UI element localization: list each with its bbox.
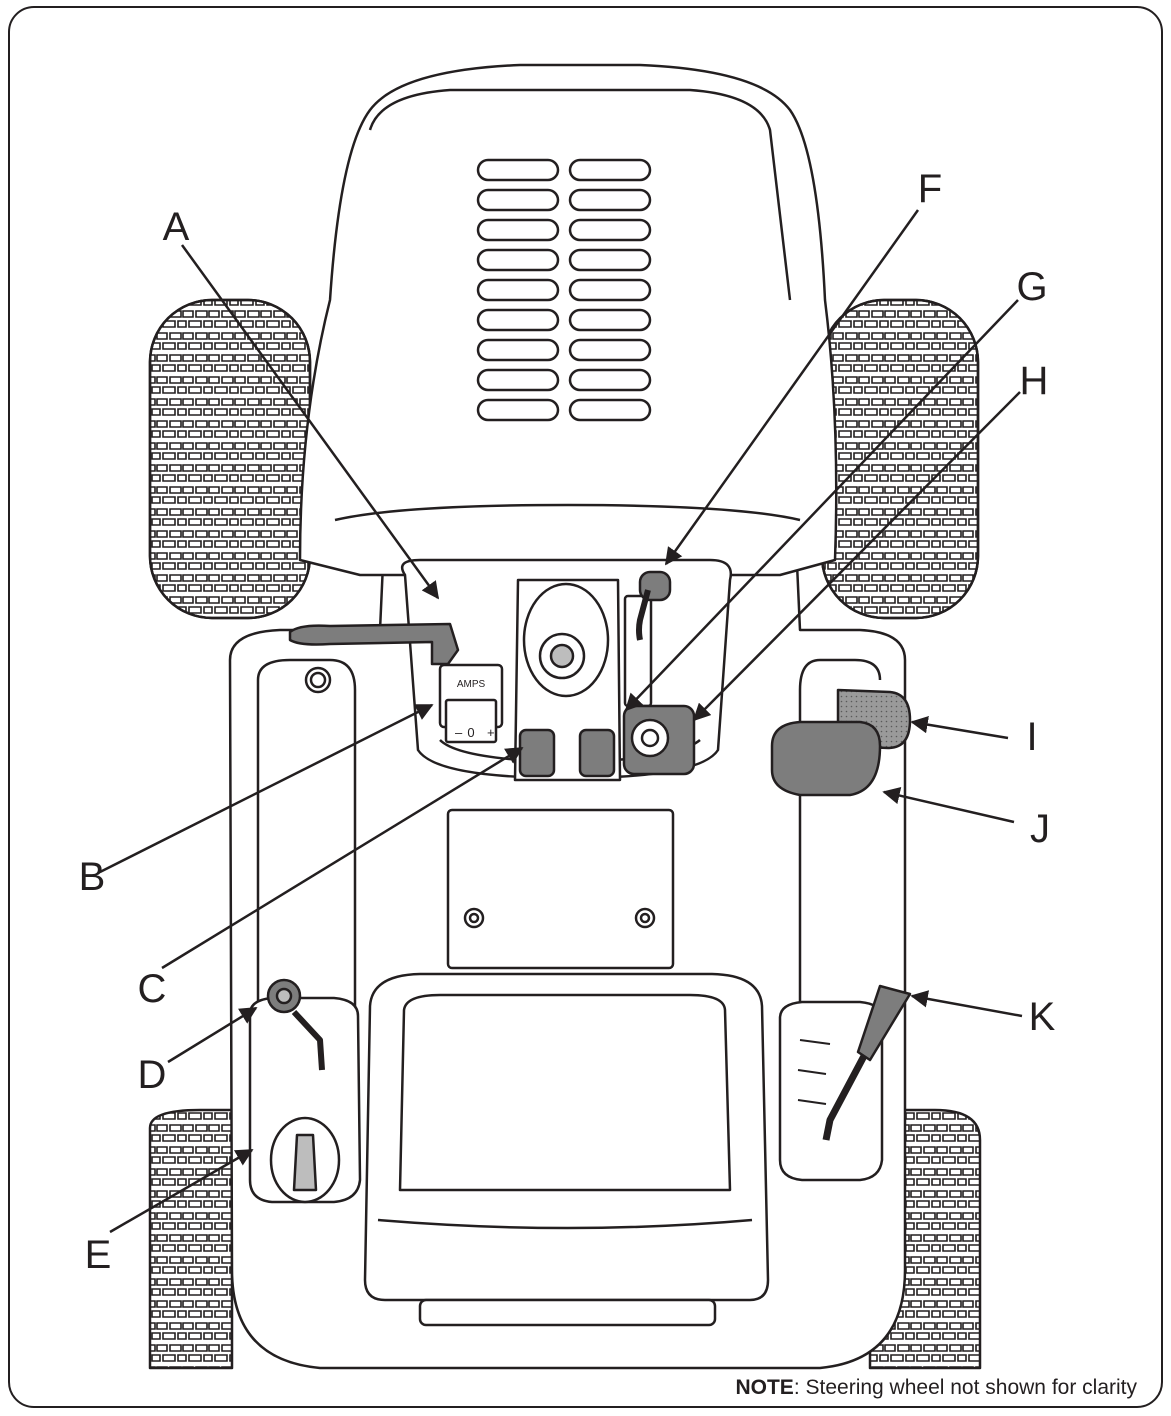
leader-d <box>167 1006 258 1064</box>
callout-c: C <box>138 967 167 1011</box>
ammeter-zero: 0 <box>467 725 474 740</box>
seat <box>363 972 770 1302</box>
deck-lift-lever <box>288 622 460 666</box>
access-panel <box>446 808 675 970</box>
grip-j <box>770 720 882 797</box>
leader-i <box>910 715 1009 740</box>
leader-g <box>624 299 1019 712</box>
leader-j <box>882 787 1015 824</box>
callout-a: A <box>163 205 190 249</box>
ammeter-plus: + <box>487 725 495 740</box>
leader-f <box>664 209 920 566</box>
note-prefix: NOTE <box>735 1376 794 1399</box>
callout-f: F <box>918 167 942 211</box>
callout-j: J <box>1030 807 1050 851</box>
diagram-note: NOTE: Steering wheel not shown for clari… <box>735 1376 1137 1400</box>
leader-b <box>99 703 434 874</box>
callout-b: B <box>79 855 106 899</box>
callout-k: K <box>1029 995 1056 1039</box>
callout-h: H <box>1020 359 1049 403</box>
leader-a <box>180 244 440 600</box>
callout-g: G <box>1016 265 1047 309</box>
right-control-pod <box>778 1000 884 1182</box>
leader-e <box>109 1148 254 1234</box>
callout-e: E <box>85 1233 112 1277</box>
ammeter-title: AMPS <box>457 679 486 690</box>
callout-i: I <box>1026 715 1037 759</box>
leader-h <box>692 391 1021 722</box>
ammeter-minus: – <box>455 725 463 740</box>
leader-k <box>910 990 1023 1018</box>
throttle-lever-k <box>856 984 912 1062</box>
ammeter-dial <box>444 698 498 744</box>
hood <box>298 63 838 577</box>
note-text: : Steering wheel not shown for clarity <box>793 1376 1137 1399</box>
leader-c <box>161 746 524 970</box>
wheel-front-left <box>148 298 312 620</box>
wheel-rear-left <box>148 1108 234 1370</box>
callout-d: D <box>138 1053 167 1097</box>
diagram-frame <box>8 6 1163 1408</box>
hood-vents <box>476 158 652 422</box>
